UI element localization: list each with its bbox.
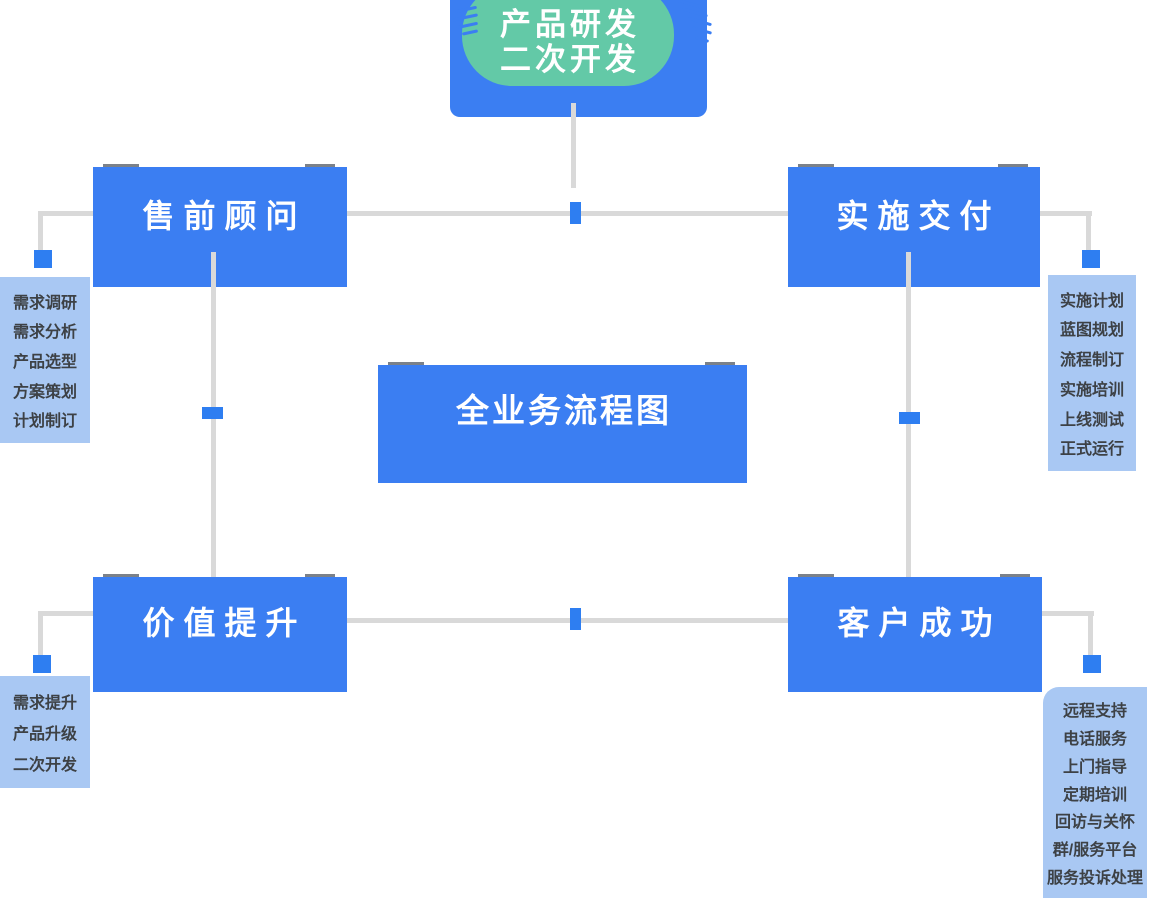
list-item: 方案策划 [12,383,77,401]
list-delivery[interactable]: 实施计划 蓝图规划 流程制订 实施培训 上线测试 正式运行 [1048,275,1136,471]
list-item: 需求分析 [12,324,77,342]
node-value-label: 价值提升 [142,605,307,641]
list-item: 需求提升 [12,695,77,712]
edge-presales-list-drop [38,211,43,252]
edge-delivery-list-drop [1086,211,1091,252]
list-value[interactable]: 需求提升 产品升级 二次开发 [0,676,90,788]
connector-node-left-mid [202,407,223,419]
list-item: 上门指导 [1062,758,1127,776]
connector-node-presales-list [34,250,52,268]
product-rd-label-line2: 二次开发 [500,42,640,77]
list-presales[interactable]: 需求调研 需求分析 产品选型 方案策划 计划制订 [0,277,90,443]
list-item: 二次开发 [12,757,77,774]
edge-value-list-stub [40,611,93,616]
node-presales[interactable]: 售前顾问 [93,164,347,287]
connector-node-value-list [33,655,51,673]
product-rd-pill: 产品研发 二次开发 [462,0,674,86]
diagram-title-box[interactable]: 全业务流程图 [378,362,747,483]
list-item: 实施培训 [1059,381,1124,399]
list-item: 远程支持 [1062,702,1127,720]
list-item: 回访与关怀 [1054,814,1135,832]
connector-node-right-mid [899,412,920,424]
node-delivery[interactable]: 实施交付 [788,164,1040,287]
node-product-rd[interactable]: 产品研发 二次开发 [450,0,707,117]
connector-node-success-list [1083,655,1101,673]
list-item: 群/服务平台 [1052,842,1138,860]
list-item: 实施计划 [1059,292,1124,310]
list-item: 上线测试 [1059,411,1124,429]
edge-value-list-drop [38,611,43,657]
edge-delivery-list-stub [1040,211,1092,216]
edge-bottom-horizontal [347,618,788,623]
list-item: 产品升级 [12,726,77,743]
diagram-title: 全业务流程图 [456,392,672,429]
connector-node-delivery-list [1082,250,1100,268]
product-rd-label-line1: 产品研发 [500,7,640,42]
edge-success-list-stub [1042,611,1094,616]
list-item: 蓝图规划 [1059,322,1124,340]
list-item: 正式运行 [1059,441,1124,459]
edge-success-list-drop [1088,611,1093,657]
list-item: 计划制订 [12,413,77,431]
node-success[interactable]: 客户成功 [788,574,1042,692]
node-value[interactable]: 价值提升 [93,574,347,692]
connector-node-bottom-mid [570,608,581,630]
connector-node-top-mid [570,202,581,224]
node-delivery-label: 实施交付 [836,198,1001,234]
node-success-label: 客户成功 [837,605,1002,641]
node-presales-label: 售前顾问 [142,198,307,234]
list-item: 服务投诉处理 [1046,870,1143,888]
list-item: 电话服务 [1062,730,1127,748]
list-success[interactable]: 远程支持 电话服务 上门指导 定期培训 回访与关怀 群/服务平台 服务投诉处理 [1043,687,1147,898]
edge-top-horizontal [347,211,788,216]
list-item: 定期培训 [1062,786,1127,804]
list-item: 流程制订 [1059,352,1124,370]
edge-top-vertical [571,103,576,188]
edge-presales-list-stub [40,211,93,216]
list-item: 需求调研 [12,294,77,312]
list-item: 产品选型 [12,353,77,371]
